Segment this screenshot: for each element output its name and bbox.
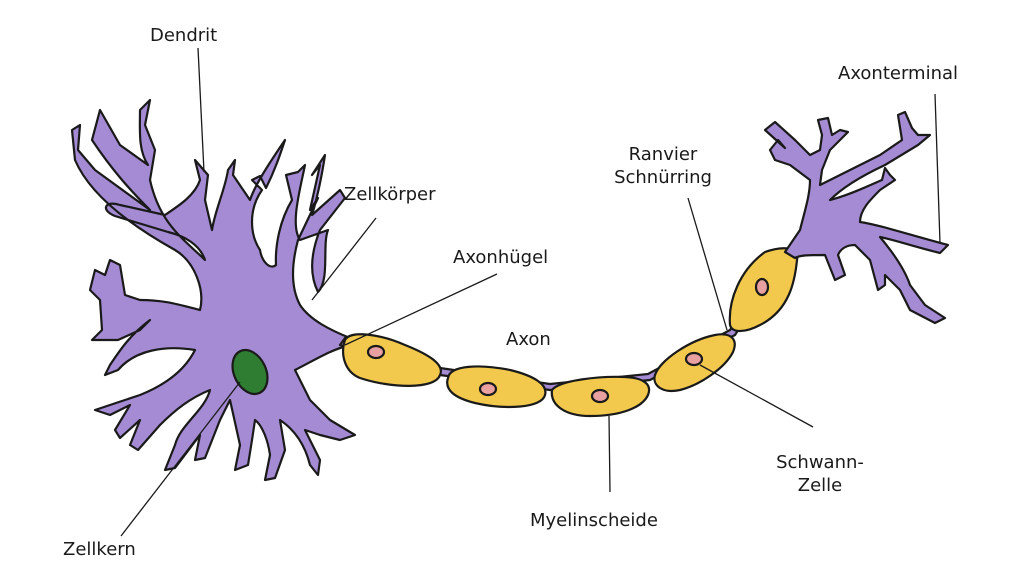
label-axon: Axon — [506, 329, 551, 350]
label-dendrit: Dendrit — [150, 25, 218, 46]
label-axonhuegel: Axonhügel — [453, 247, 549, 268]
label-zellkoerper: Zellkörper — [344, 184, 436, 205]
schwann-nucleus-1 — [366, 344, 386, 360]
myelinscheide-leader — [608, 415, 611, 493]
schwann-nucleus-4 — [684, 351, 704, 367]
label-axonterminal: Axonterminal — [838, 63, 959, 84]
axonhuegel-leader — [344, 273, 498, 346]
cell-body — [70, 98, 357, 482]
myelin-sheath-1 — [342, 333, 443, 387]
label-schwann-zelle: Schwann- Zelle — [760, 451, 880, 497]
schwann-nucleus-3 — [590, 388, 610, 404]
schwann-nucleus-2 — [478, 381, 498, 397]
label-schwann-line1: Schwann- — [776, 452, 864, 473]
label-ranvier: Ranvier Schnürring — [600, 143, 726, 189]
label-myelinscheide: Myelinscheide — [530, 510, 658, 531]
label-schwann-line2: Zelle — [797, 475, 843, 496]
nucleus — [231, 348, 269, 396]
label-ranvier-line1: Ranvier — [628, 144, 698, 165]
axon-terminal — [763, 110, 950, 325]
label-ranvier-line2: Schnürring — [614, 167, 712, 188]
zellkern-leader — [120, 381, 241, 537]
schwann-leader — [699, 364, 814, 428]
dendrit-leader — [197, 47, 205, 173]
ranvier-leader — [687, 197, 728, 331]
zellkoerper-leader — [311, 217, 377, 301]
schwann-nucleus-5 — [754, 277, 770, 297]
axonterminal-leader — [934, 93, 941, 244]
label-zellkern: Zellkern — [63, 539, 136, 560]
